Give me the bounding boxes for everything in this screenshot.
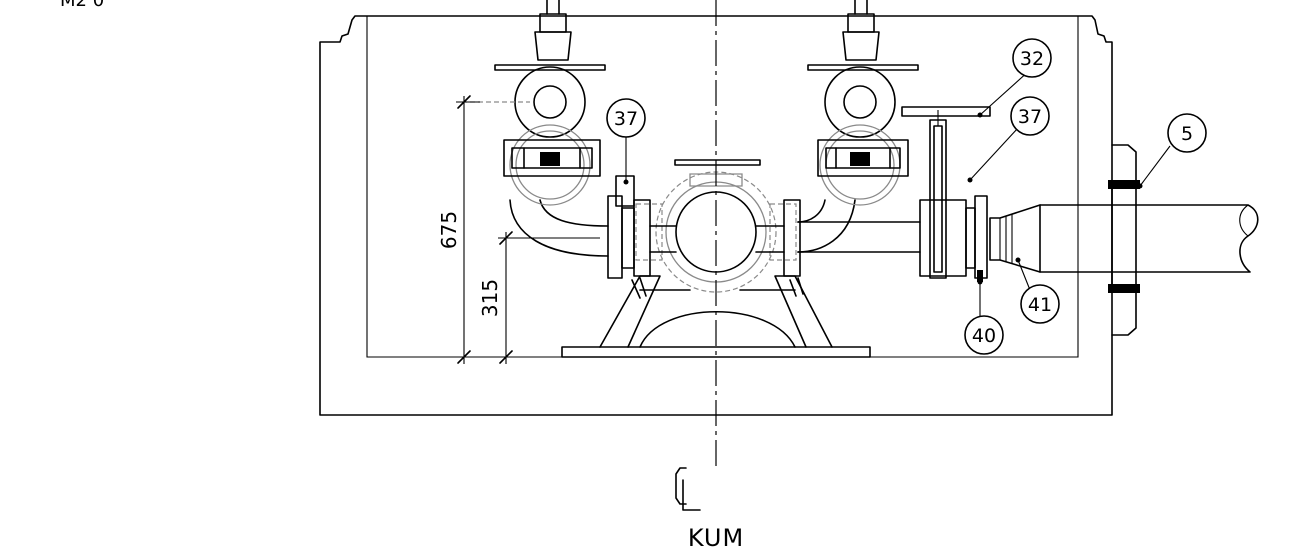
outlet-pipe xyxy=(1039,204,1259,273)
callout-37-right: 37 xyxy=(967,96,1050,183)
svg-text:37: 37 xyxy=(1018,106,1042,128)
corner-label: M2 0 xyxy=(60,0,104,11)
right-flange xyxy=(919,195,988,282)
svg-text:5: 5 xyxy=(1181,123,1193,145)
callout-37-left: 37 xyxy=(606,98,646,185)
callout-41: 41 xyxy=(1015,257,1060,324)
left-flange xyxy=(607,175,635,279)
dimension-315-text: 315 xyxy=(478,279,502,317)
callout-5: 5 xyxy=(1137,113,1207,189)
gate-valve xyxy=(901,106,991,279)
callout-32: 32 xyxy=(977,38,1052,118)
callout-40: 40 xyxy=(964,279,1004,355)
reducer xyxy=(989,204,1041,273)
right-motor xyxy=(807,0,919,206)
svg-text:32: 32 xyxy=(1020,48,1044,70)
dimension-675: 675 xyxy=(437,95,480,364)
pump-casing xyxy=(633,159,801,293)
left-motor xyxy=(462,0,606,206)
dimension-675-text: 675 xyxy=(437,211,461,249)
centerline-symbol xyxy=(675,467,701,511)
svg-text:37: 37 xyxy=(614,108,638,130)
dimension-315: 315 xyxy=(478,231,600,364)
centerline-caption: KUM xyxy=(688,524,744,552)
discharge-pipe xyxy=(509,199,921,257)
svg-text:40: 40 xyxy=(972,325,996,347)
svg-text:41: 41 xyxy=(1028,294,1052,316)
